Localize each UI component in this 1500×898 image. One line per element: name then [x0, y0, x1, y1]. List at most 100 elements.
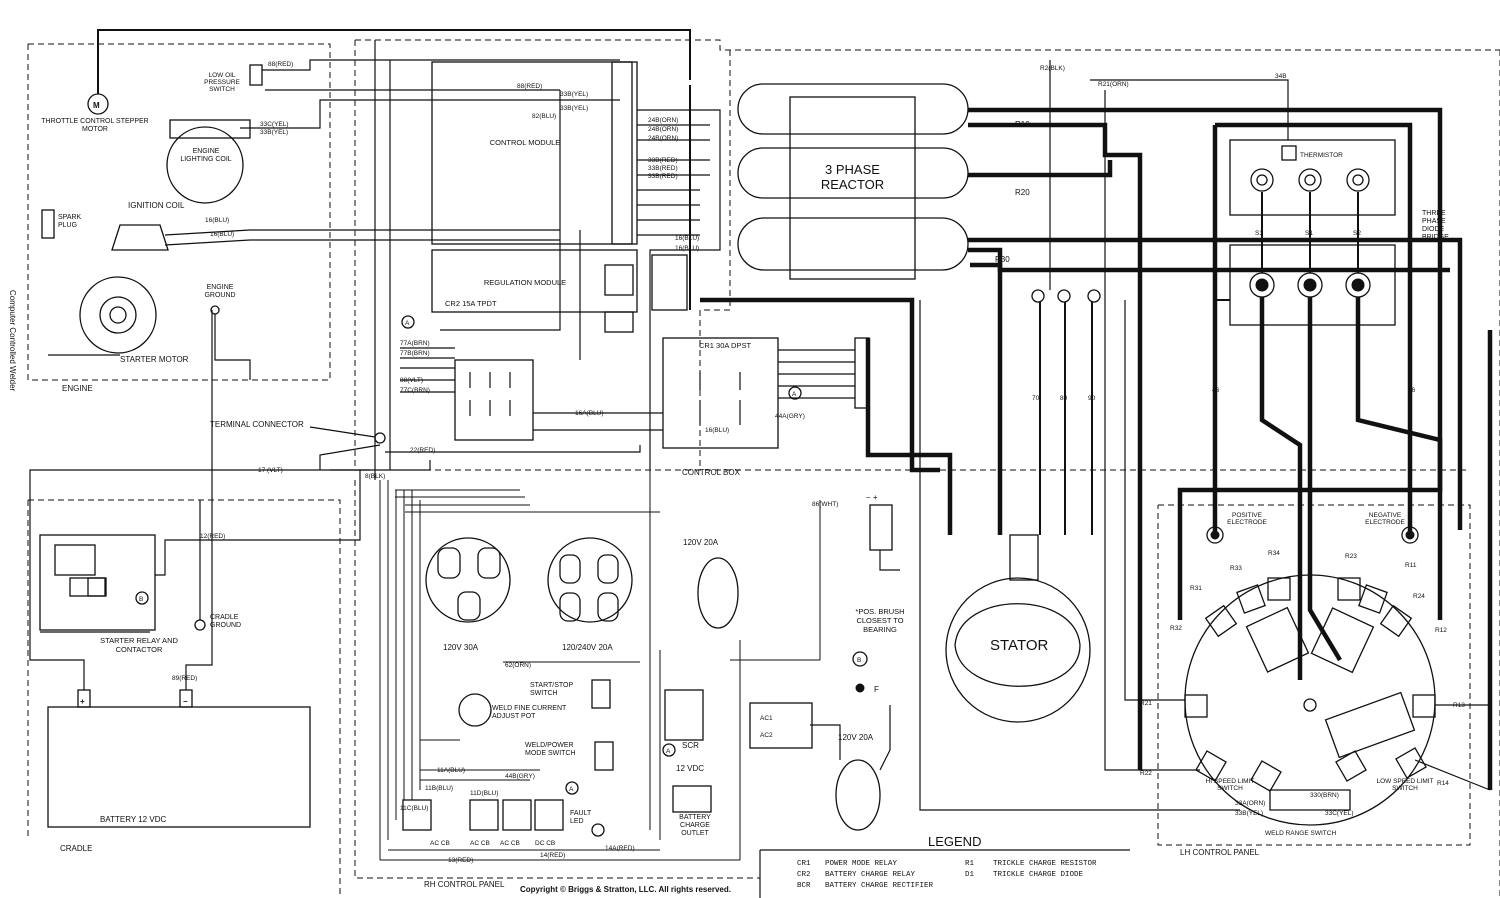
svg-text:16(BLU): 16(BLU) — [675, 245, 699, 252]
cr1-label: CR1 30A DPST — [698, 342, 752, 350]
svg-text:A: A — [792, 391, 797, 398]
svg-text:AC CB: AC CB — [470, 840, 490, 847]
battery-charge-outlet — [672, 785, 712, 813]
svg-text:80: 80 — [1060, 395, 1068, 402]
engine-label: ENGINE — [62, 384, 93, 393]
control-module — [431, 61, 638, 245]
svg-text:120V 20A: 120V 20A — [838, 733, 874, 742]
cr1-relay — [662, 337, 779, 449]
svg-text:AC CB: AC CB — [430, 840, 450, 847]
svg-text:SCR: SCR — [682, 741, 699, 750]
svg-text:77A(BRN): 77A(BRN) — [400, 340, 430, 347]
svg-text:11C(BLU): 11C(BLU) — [400, 805, 428, 812]
svg-text:AC2: AC2 — [760, 732, 773, 739]
battery-label: BATTERY 12 VDC — [100, 815, 166, 824]
svg-text:33B(YEL): 33B(YEL) — [260, 129, 288, 136]
svg-text:S2: S2 — [1353, 230, 1361, 237]
svg-text:33B(YEL): 33B(YEL) — [560, 91, 588, 98]
diode-bridge-label: THREE PHASE DIODE BRIDGE — [1422, 210, 1449, 241]
svg-text:D1: D1 — [965, 871, 975, 879]
circuit-breakers: AC CB AC CB AC CB DC CB — [402, 799, 564, 847]
bcr-rectifier — [749, 702, 813, 749]
brush-note: *POS. BRUSH CLOSEST TO BEARING — [855, 607, 905, 634]
svg-text:AC1: AC1 — [760, 715, 773, 722]
svg-text:90: 90 — [1088, 395, 1096, 402]
svg-text:88(VLT): 88(VLT) — [400, 377, 423, 384]
stator-label: STATOR — [990, 637, 1049, 654]
fault-led-label: FAULT LED — [570, 810, 592, 825]
starter-motor-symbol — [79, 276, 157, 354]
lighting-coil-label: ENGINE LIGHTING COIL — [180, 148, 232, 163]
svg-text:BCR: BCR — [797, 882, 811, 890]
control-box-section: CONTROL BOX CONTROL MODULE REGULATION MO… — [210, 39, 1500, 535]
recep-120-240-label: 120/240V 20A — [562, 643, 613, 652]
terminal-connector-label: TERMINAL CONNECTOR — [210, 420, 304, 429]
svg-text:11A(BLU): 11A(BLU) — [437, 767, 465, 774]
legend: LEGEND CR1 POWER MODE RELAY CR2 BATTERY … — [759, 834, 1130, 898]
svg-text:R22: R22 — [1140, 770, 1152, 777]
start-stop-label: START/STOP SWITCH — [530, 682, 574, 697]
svg-text:33B(RED): 33B(RED) — [648, 173, 678, 180]
legend-title: LEGEND — [928, 834, 981, 849]
diode-bridge-bottom — [1229, 244, 1396, 326]
copyright: Copyright © Briggs & Stratton, LLC. All … — [520, 885, 731, 894]
throttle-motor-label: THROTTLE CONTROL STEPPER MOTOR — [41, 118, 149, 133]
spark-plug-label: SPARK PLUG — [58, 214, 82, 229]
svg-text:46: 46 — [1408, 387, 1416, 394]
svg-text:R1: R1 — [965, 860, 975, 868]
svg-text:82(BLU): 82(BLU) — [532, 113, 556, 120]
weld-pot-symbol — [458, 693, 492, 727]
svg-text:330(BRN): 330(BRN) — [1310, 792, 1339, 799]
svg-text:R11: R11 — [1405, 562, 1417, 569]
svg-text:70: 70 — [1032, 395, 1040, 402]
receptacle-120-240v-20a — [547, 537, 633, 623]
recep-120-20-label: 120V 20A — [683, 538, 719, 547]
svg-text:R20: R20 — [1015, 188, 1030, 197]
reactor-label: 3 PHASE REACTOR — [820, 162, 885, 192]
svg-text:33B(YEL): 33B(YEL) — [1235, 810, 1263, 817]
svg-text:R30: R30 — [995, 255, 1010, 264]
svg-text:22(RED): 22(RED) — [410, 447, 435, 454]
ignition-coil-symbol — [111, 224, 169, 251]
svg-text:R24: R24 — [1413, 593, 1425, 600]
thermistor-label: THERMISTOR — [1300, 152, 1343, 159]
reactor-core — [789, 96, 916, 280]
svg-text:44A(GRY): 44A(GRY) — [775, 413, 805, 420]
starter-motor-label: STARTER MOTOR — [120, 355, 189, 364]
svg-text:33C(YEL): 33C(YEL) — [1325, 810, 1354, 817]
svg-text:17 (VLT): 17 (VLT) — [258, 467, 283, 474]
cradle-ground-symbol — [194, 619, 206, 631]
scr-block — [664, 689, 704, 741]
fault-led-symbol — [591, 823, 605, 837]
hi-speed-label: HI SPEED LIMIT SWITCH — [1205, 778, 1255, 792]
svg-text:A: A — [405, 320, 410, 327]
cr2-label: CR2 15A TPDT — [445, 300, 497, 308]
svg-text:S1: S1 — [1305, 230, 1313, 237]
spark-plug-symbol — [41, 209, 55, 239]
svg-text:R14: R14 — [1437, 780, 1449, 787]
svg-text:88(RED): 88(RED) — [268, 61, 293, 68]
svg-text:12(RED): 12(RED) — [200, 533, 225, 540]
negative-electrode — [1401, 526, 1419, 544]
lh-control-panel: LH CONTROL PANEL POSITIVE ELECTRODE NEGA… — [919, 290, 1491, 857]
low-oil-switch-symbol — [249, 64, 263, 86]
svg-text:POWER MODE RELAY: POWER MODE RELAY — [825, 860, 898, 868]
svg-text:44B(GRY): 44B(GRY) — [505, 773, 535, 780]
starter-relay-label: STARTER RELAY AND CONTACTOR — [100, 636, 178, 654]
svg-text:33B(RED): 33B(RED) — [648, 157, 678, 164]
power-section: 3 PHASE REACTOR R10 R20 R30 70 80 90 R2(… — [699, 50, 1500, 898]
svg-text:R2(BLK): R2(BLK) — [1040, 65, 1065, 72]
stator — [945, 577, 1091, 723]
svg-text:86(WHT): 86(WHT) — [812, 501, 838, 508]
svg-text:A: A — [666, 748, 671, 755]
svg-text:A: A — [569, 786, 574, 793]
svg-text:33B(RED): 33B(RED) — [648, 165, 678, 172]
battery — [47, 706, 311, 828]
svg-text:16A(BLU): 16A(BLU) — [575, 410, 604, 417]
side-label: Computer Controlled Welder — [8, 290, 17, 392]
cradle-section: CRADLE STARTER RELAY AND CONTACTOR B CRA… — [27, 310, 370, 898]
svg-text:CR1: CR1 — [797, 860, 811, 868]
lighting-coil-symbol — [166, 126, 244, 204]
svg-text:16(BLU): 16(BLU) — [705, 427, 729, 434]
